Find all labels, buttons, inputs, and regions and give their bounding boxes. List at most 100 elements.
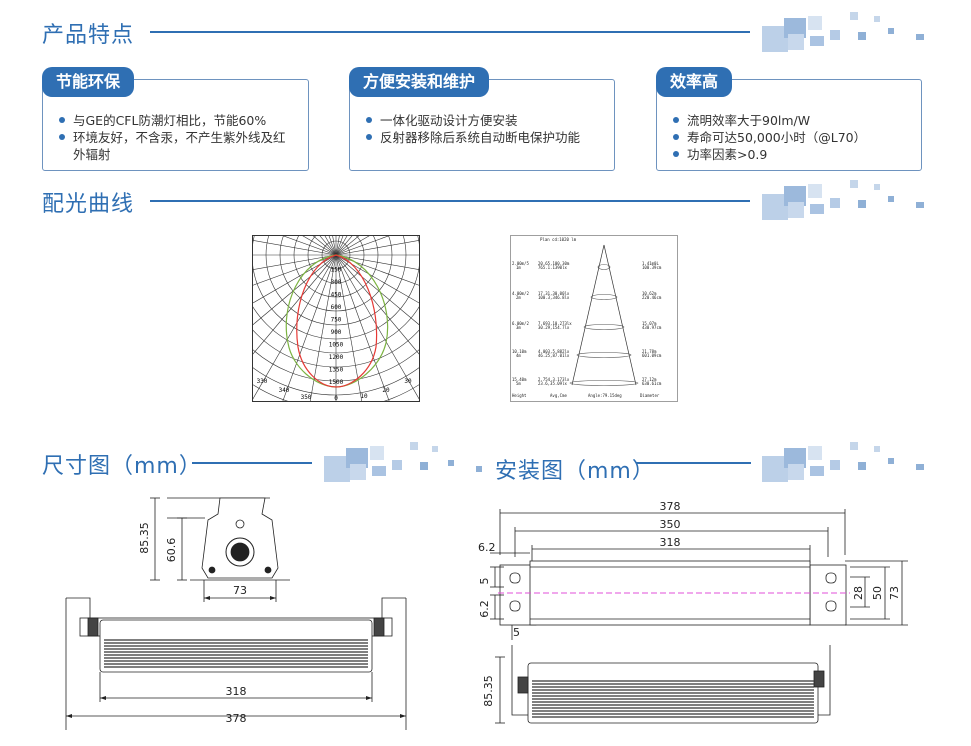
cone-footer-label: Height <box>512 393 527 398</box>
dim-height: 85.35 <box>138 522 151 554</box>
list-item: 反射器移除后系统自动断电保护功能 <box>364 129 604 146</box>
dimension-drawing: 85.35 60.6 73 318 378 <box>65 497 407 730</box>
list-item: 与GE的CFL防潮灯相比，节能60% <box>57 112 297 129</box>
cone-ring <box>569 380 639 386</box>
cone-ring <box>590 294 618 300</box>
cone-value: 2m <box>516 295 521 300</box>
dim-length-inner: 318 <box>226 685 247 698</box>
inst-inner: 318 <box>660 536 681 549</box>
cone-ring <box>583 324 625 330</box>
cone-value: 10.10m <box>512 349 527 354</box>
pixel-dot <box>476 466 482 472</box>
pixel-decoration <box>320 440 470 490</box>
cone-header: Plan cd:1020 lm <box>540 237 577 242</box>
cone-value: 4.003,5.882lx <box>538 349 570 354</box>
cone-value: 2.754,3.173lx <box>538 377 570 382</box>
list-item: 一体化驱动设计方便安装 <box>364 112 604 129</box>
polar-radial-label: 450 <box>331 292 342 299</box>
polar-radial-label: 1200 <box>329 354 344 361</box>
list-item: 寿命可达50,000小时（@L70） <box>671 129 911 146</box>
curve-rule <box>150 200 750 202</box>
cone-value: 15.40m <box>512 377 527 382</box>
polar-radial-label: 600 <box>331 304 342 311</box>
polar-angle-label: 350 <box>301 394 312 401</box>
cone-value: 10.62m <box>642 291 657 296</box>
polar-radial-label: 1350 <box>329 367 344 374</box>
cone-value: 601.09cm <box>642 353 662 358</box>
card-title: 效率高 <box>656 67 733 97</box>
inst-left-offset: 6.2 <box>478 541 496 554</box>
polar-curve-c0 <box>296 254 378 388</box>
inst-dim-50: 50 <box>871 586 884 600</box>
polar-radial-label: 1500 <box>329 379 344 386</box>
cone-value: 765.1.1390lx <box>538 265 567 270</box>
cone-value: 5m <box>516 381 521 386</box>
pixel-decoration <box>758 10 958 60</box>
feature-card-efficiency: 效率高 流明效率大于90lm/W 寿命可达50,000小时（@L70） 功率因素… <box>656 67 922 171</box>
cone-value: 6.00m/2 <box>512 321 529 326</box>
inst-side-height: 85.35 <box>482 675 495 707</box>
cone-footer-label: Diameter <box>640 393 660 398</box>
cone-value: 23.6,35.09lx <box>538 381 567 386</box>
cone-ring <box>597 264 611 270</box>
cone-value: 220.46cm <box>642 295 662 300</box>
dimension-rule <box>192 462 312 464</box>
cone-value: 4.00m/2 <box>512 291 529 296</box>
cone-value: 100.3,346.8lx <box>538 295 570 300</box>
polar-angle-label: 20 <box>382 387 390 394</box>
list-item: 流明效率大于90lm/W <box>671 112 911 129</box>
feature-card-install: 方便安装和维护 一体化驱动设计方便安装 反射器移除后系统自动断电保护功能 <box>349 67 615 171</box>
dimension-title: 尺寸图（mm） <box>42 454 202 479</box>
cone-value: 3m <box>516 325 521 330</box>
cone-value: 20.65,100.30m <box>538 261 570 266</box>
inst-mid: 350 <box>660 518 681 531</box>
install-drawing: 378 350 318 6.2 5 6.2 5 28 50 73 85.35 <box>478 500 908 724</box>
list-item: 环境友好，不含汞，不产生紫外线及红外辐射 <box>57 129 297 163</box>
cone-footer-label: Avg,Cme <box>550 393 567 398</box>
cone-value: 30.29,154.7lx <box>538 325 570 330</box>
cone-value: 4m <box>516 353 521 358</box>
pixel-decoration <box>758 178 958 228</box>
polar-radial-label: 300 <box>331 279 342 286</box>
polar-radial-label: 150 <box>331 267 342 274</box>
cone-illuminance-diagram: Plan cd:1020 lm 2.00m/51m 20.65,100.30m76… <box>510 235 678 402</box>
cone-value: 21.78m <box>642 349 657 354</box>
inst-hole-bottom: 5 <box>513 626 520 639</box>
install-title: 安装图（mm） <box>495 459 655 484</box>
card-title: 节能环保 <box>42 67 135 97</box>
cone-value: 15.07m <box>642 321 657 326</box>
cone-value: 7.693,10.273lx <box>538 321 572 326</box>
cone-value: 430.97cm <box>642 325 662 330</box>
inst-hole-gap: 5 <box>478 578 491 585</box>
curve-title: 配光曲线 <box>42 192 135 217</box>
dim-inner-height: 60.6 <box>165 538 178 563</box>
polar-angle-label: 30 <box>404 378 412 385</box>
inst-hole-offset: 6.2 <box>478 600 491 618</box>
polar-radial-label: 900 <box>331 329 342 336</box>
inst-dim-28: 28 <box>852 586 865 600</box>
cone-value: 1m <box>516 265 521 270</box>
polar-angle-label: 330 <box>257 378 268 385</box>
cone-value: 100.39cm <box>642 265 662 270</box>
cone-value: 2.00m/5 <box>512 261 529 266</box>
polar-radial-label: 1050 <box>329 342 344 349</box>
polar-angle-label: 10 <box>360 393 368 400</box>
cone-value: 27.12m <box>642 377 657 382</box>
polar-radial-label: 750 <box>331 317 342 324</box>
list-item: 功率因素>0.9 <box>671 146 911 163</box>
card-title: 方便安装和维护 <box>349 67 490 97</box>
cone-footer-label: Angle:79.15deg <box>588 393 622 398</box>
inst-outer: 378 <box>660 500 681 513</box>
cone-value: 1.41m0L <box>642 261 659 266</box>
polar-angle-label: 340 <box>279 387 290 394</box>
cone-value: 17.31,30.00lx <box>538 291 570 296</box>
inst-dim-73: 73 <box>888 586 901 600</box>
features-rule <box>150 31 750 33</box>
feature-card-energy: 节能环保 与GE的CFL防潮灯相比，节能60% 环境友好，不含汞，不产生紫外线及… <box>42 67 309 171</box>
dim-width: 73 <box>233 584 247 597</box>
cone-ring <box>576 352 632 358</box>
cone-value: 630.61cm <box>642 381 662 386</box>
dim-length-outer: 378 <box>226 712 247 725</box>
polar-light-distribution: 1503004506007509001050120013501500330340… <box>252 235 420 402</box>
polar-angle-label: 0 <box>334 395 338 402</box>
